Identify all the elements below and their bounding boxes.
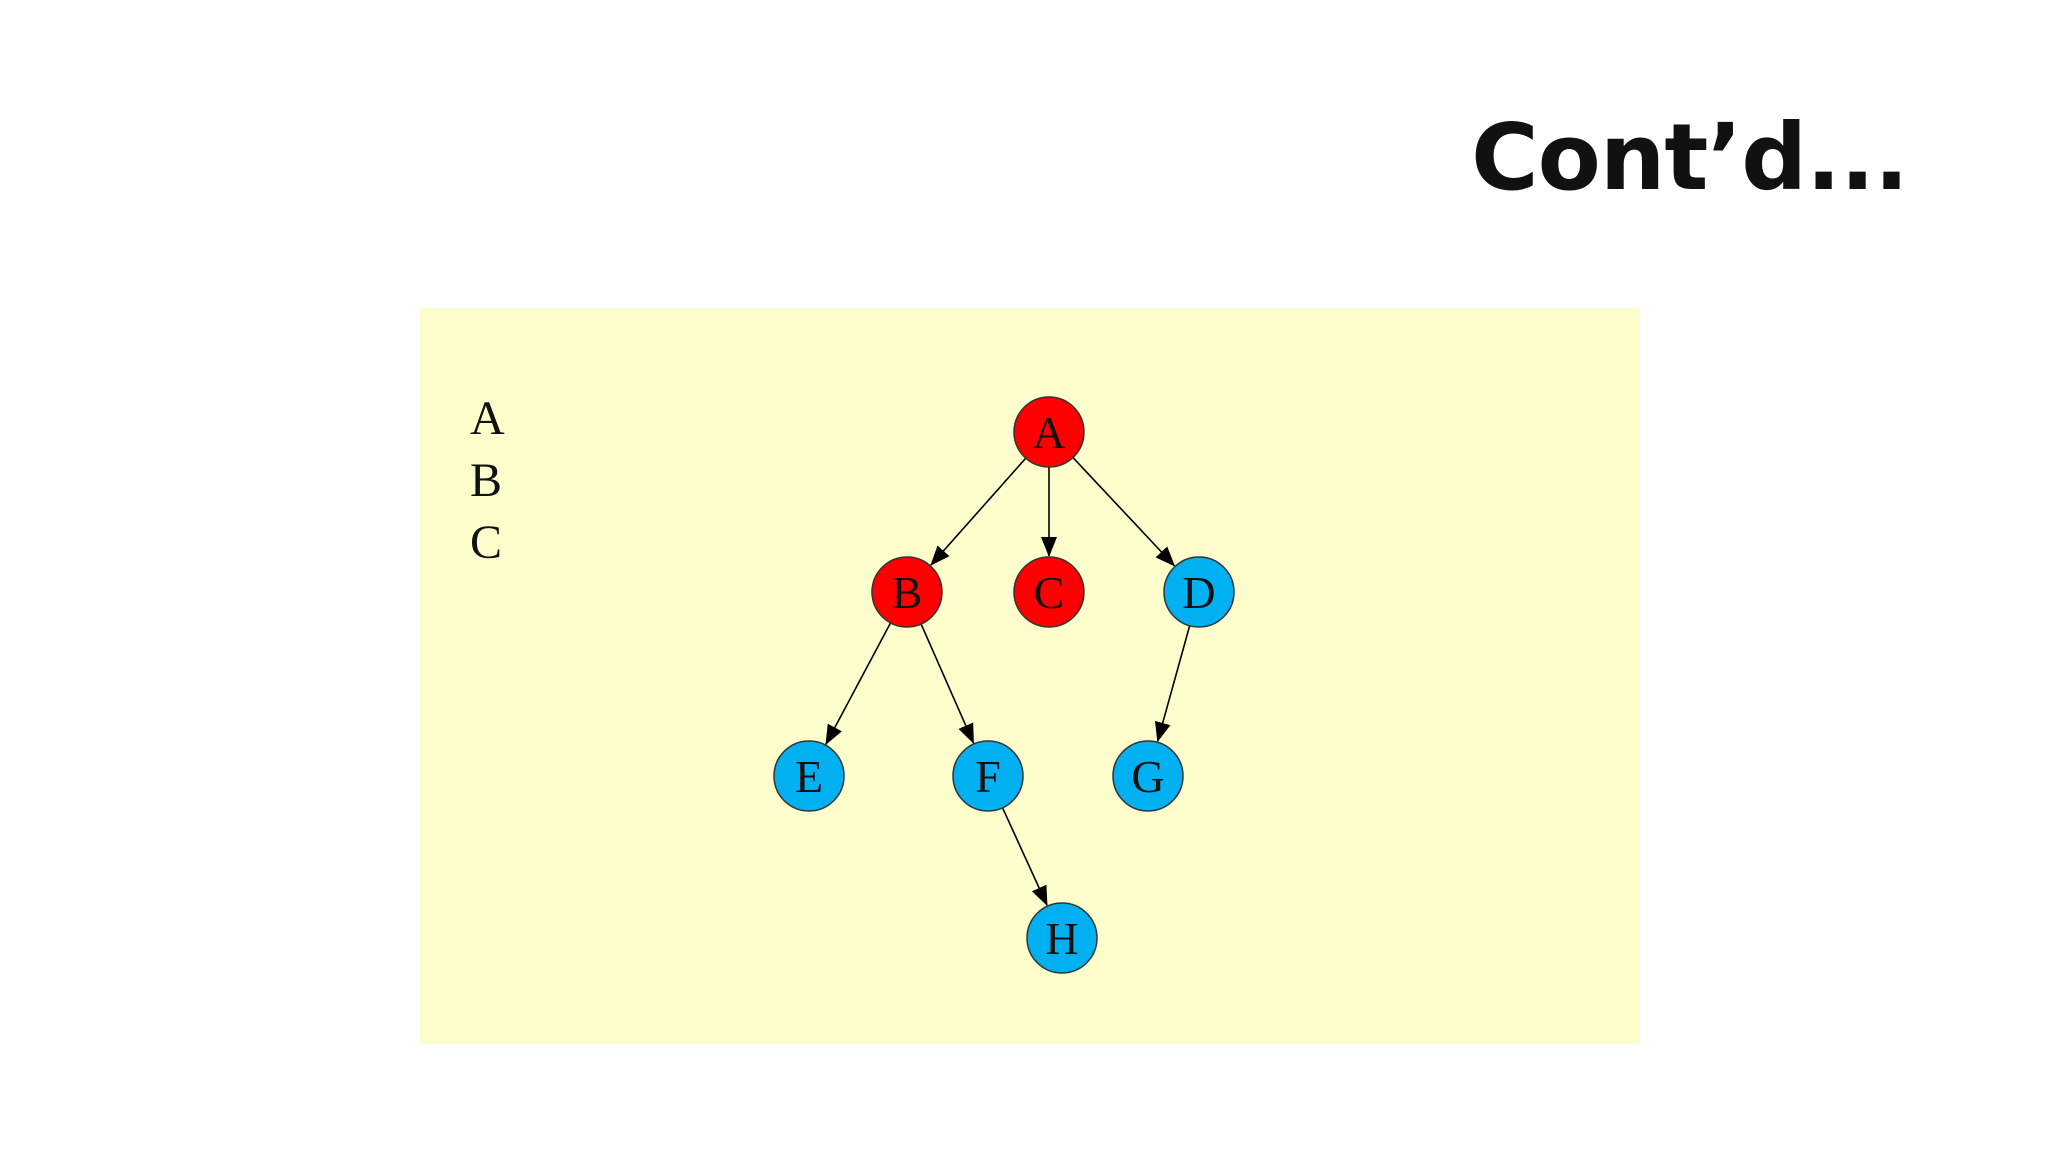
node-circle [871, 556, 943, 628]
node-circle [1013, 556, 1085, 628]
node-a: A [1013, 396, 1085, 468]
node-label: E [795, 751, 823, 802]
edge-d-g [1154, 625, 1191, 743]
edge-a-d [1072, 456, 1176, 567]
edge-a-b [930, 457, 1027, 566]
slide-title: Cont’d... [1471, 104, 1909, 211]
node-circle [1112, 740, 1184, 812]
visited-list-item: C [470, 516, 502, 569]
node-c: C [1013, 556, 1085, 628]
node-label: F [975, 751, 1001, 802]
node-label: H [1045, 913, 1078, 964]
edge-f-h [1001, 807, 1048, 907]
graph-edges [825, 456, 1191, 907]
node-circle [1163, 556, 1235, 628]
visited-list-item: B [470, 454, 502, 507]
node-circle [952, 740, 1024, 812]
edge-b-f [920, 623, 975, 744]
node-label: C [1034, 567, 1065, 618]
node-f: F [952, 740, 1024, 812]
node-h: H [1026, 902, 1098, 974]
visited-list-item: A [470, 392, 505, 445]
node-circle [1013, 396, 1085, 468]
node-g: G [1112, 740, 1184, 812]
node-circle [1026, 902, 1098, 974]
node-label: B [892, 567, 923, 618]
graph-nodes: A B C D E F G H [773, 396, 1235, 974]
visited-list: ABC [470, 392, 505, 569]
node-circle [773, 740, 845, 812]
node-label: G [1131, 751, 1164, 802]
edge-b-e [825, 622, 892, 746]
node-d: D [1163, 556, 1235, 628]
node-label: A [1032, 407, 1065, 458]
node-label: D [1182, 567, 1215, 618]
node-b: B [871, 556, 943, 628]
node-e: E [773, 740, 845, 812]
